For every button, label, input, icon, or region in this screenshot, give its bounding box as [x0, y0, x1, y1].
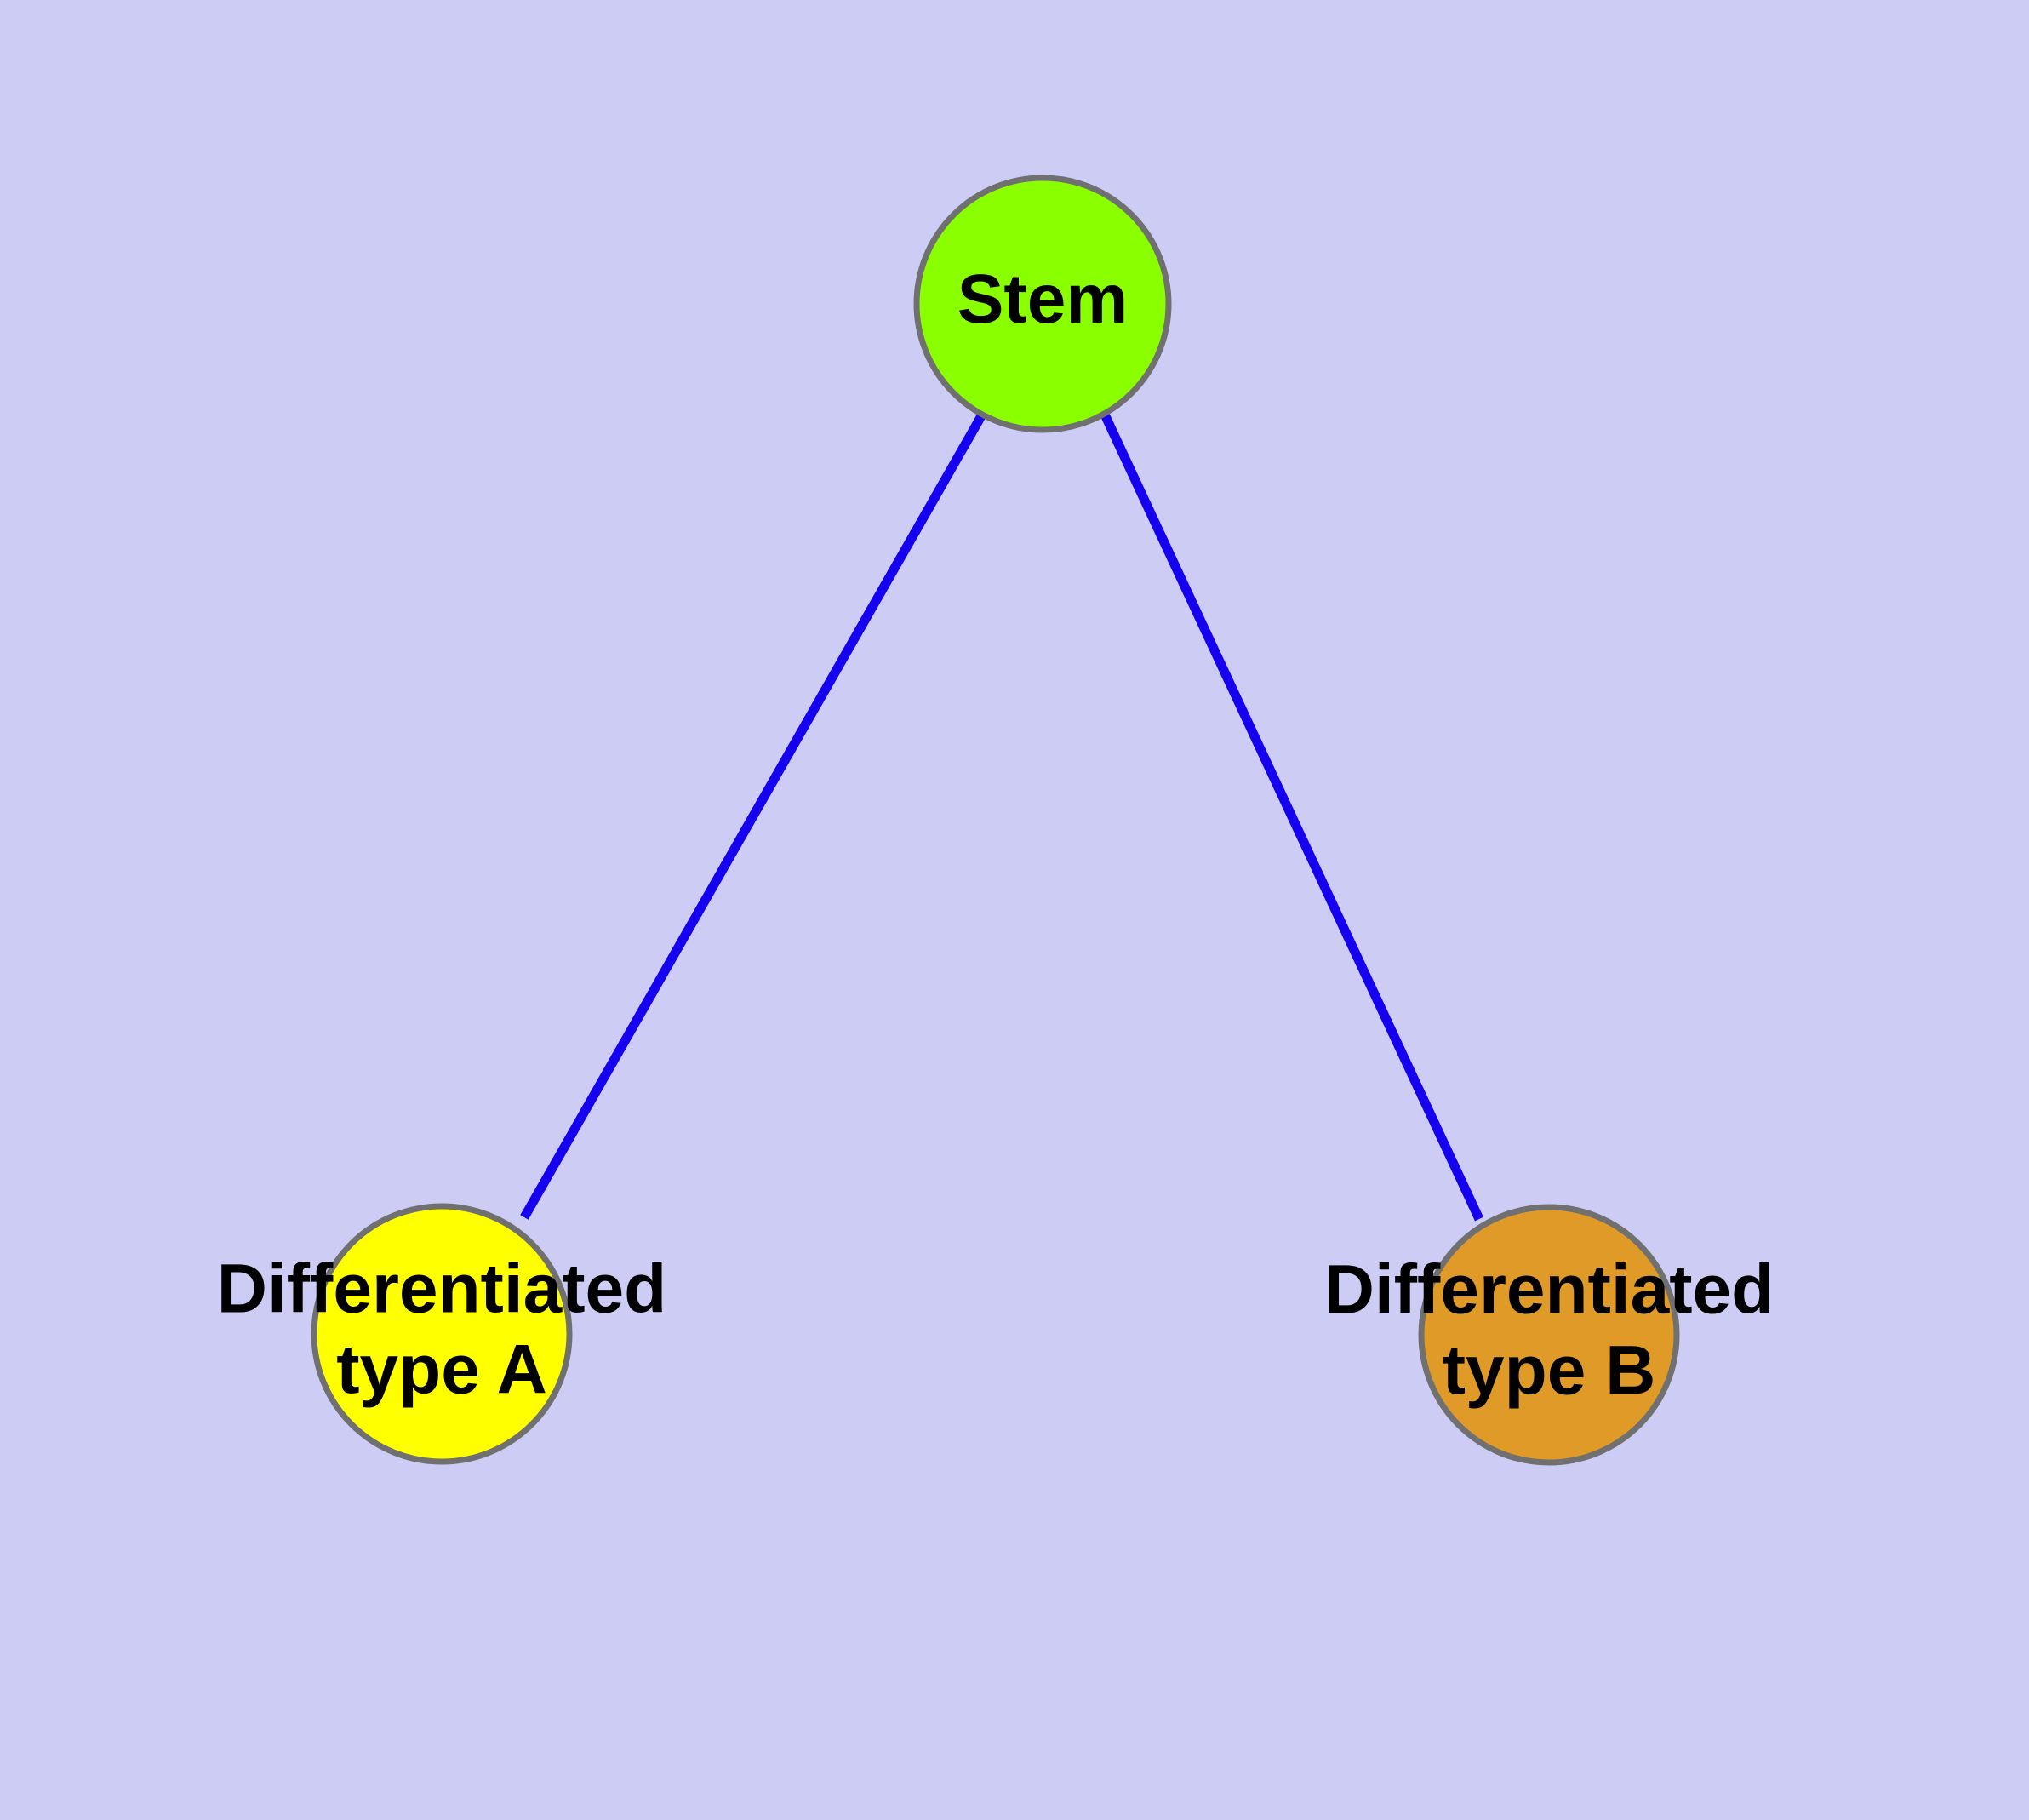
node-label-line: type A: [336, 1331, 547, 1408]
edges-layer: [520, 412, 1483, 1222]
node-circle-diff-a[interactable]: [311, 1203, 573, 1465]
node-label-line: Differentiated: [1324, 1251, 1775, 1328]
graph-edge[interactable]: [520, 412, 986, 1220]
node-circle-diff-b[interactable]: [1418, 1204, 1680, 1466]
node-label-line: Differentiated: [217, 1250, 667, 1327]
node-circle-stem[interactable]: [913, 175, 1172, 433]
node-label-line: type B: [1443, 1331, 1656, 1409]
node-label-line: Stem: [957, 260, 1129, 338]
graph-node-stem[interactable]: [913, 175, 1172, 433]
graph-node-diff-b[interactable]: [1418, 1204, 1680, 1466]
graph-node-diff-a[interactable]: [311, 1203, 573, 1465]
node-label-stem: Stem: [957, 260, 1129, 338]
graph-edge[interactable]: [1100, 412, 1483, 1222]
